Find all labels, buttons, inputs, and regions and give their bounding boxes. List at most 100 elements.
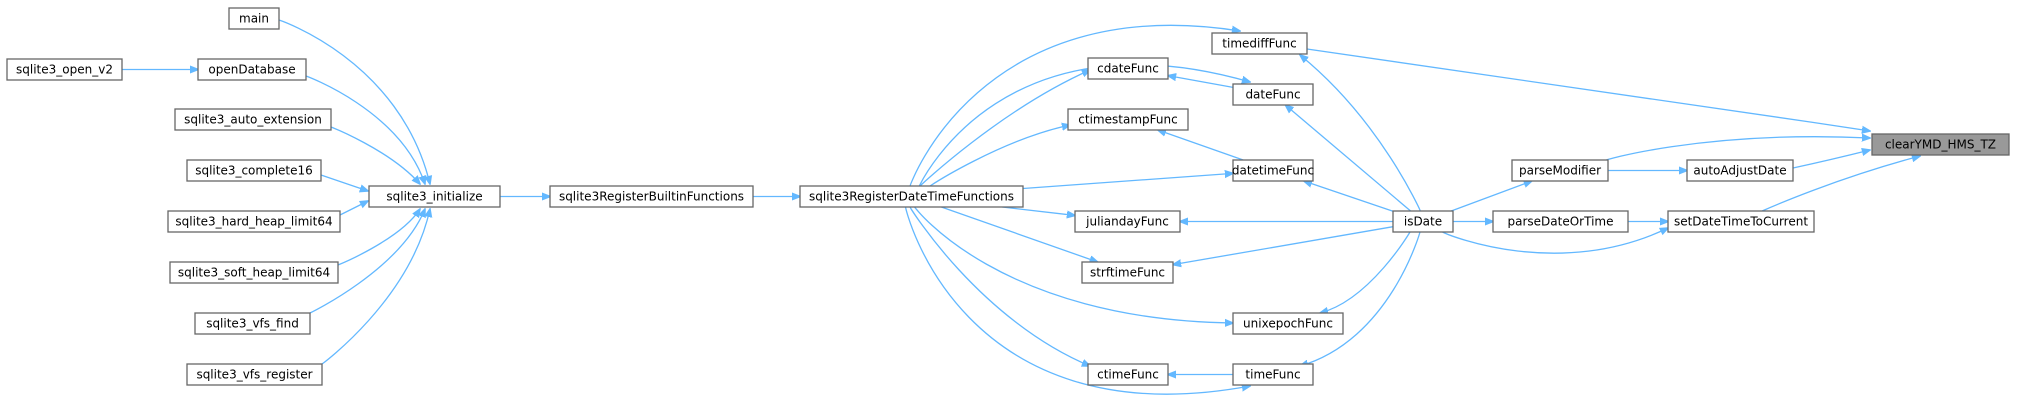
node-ctimeFunc[interactable]: ctimeFunc	[1087, 363, 1169, 386]
node-box	[1087, 363, 1169, 386]
node-label: sqlite3_vfs_register	[196, 368, 312, 382]
edge-isDate-to-timeFunc	[1300, 231, 1421, 366]
edge-sqlite3RegisterDateTimeFunctions-to-timediffFunc	[909, 24, 1240, 187]
node-box	[1232, 363, 1314, 386]
edge-sqlite3_auto_extension-to-sqlite3_initialize	[330, 126, 420, 184]
node-parseDateOrTime[interactable]: parseDateOrTime	[1492, 210, 1629, 233]
node-box	[1081, 261, 1174, 284]
edge-autoAdjustDate-to-clearYMD_HMS_TZ	[1792, 150, 1870, 169]
node-strftimeFunc[interactable]: strftimeFunc	[1081, 261, 1174, 284]
node-label: isDate	[1404, 215, 1442, 229]
node-setDateTimeToCurrent[interactable]: setDateTimeToCurrent	[1667, 210, 1815, 233]
edge-isDate-to-parseModifier	[1450, 181, 1532, 212]
node-sqlite3_auto_extension[interactable]: sqlite3_auto_extension	[174, 108, 332, 131]
edge-isDate-to-timediffFunc	[1300, 55, 1421, 212]
edge-dateFunc-to-cdateFunc	[1168, 76, 1234, 88]
edge-timediffFunc-to-clearYMD_HMS_TZ	[1306, 48, 1870, 131]
node-label: openDatabase	[208, 63, 295, 77]
edge-isDate-to-dateFunc	[1285, 105, 1412, 212]
node-label: timeFunc	[1245, 368, 1300, 382]
node-label: parseModifier	[1519, 164, 1601, 178]
node-label: ctimeFunc	[1097, 368, 1159, 382]
node-juliandayFunc[interactable]: juliandayFunc	[1074, 210, 1181, 233]
edge-isDate-to-strftimeFunc	[1173, 226, 1394, 265]
node-sqlite3_vfs_register[interactable]: sqlite3_vfs_register	[186, 363, 323, 386]
node-label: parseDateOrTime	[1508, 215, 1614, 229]
edge-datetimeFunc-to-ctimestampFunc	[1158, 130, 1244, 161]
node-clearYMD_HMS_TZ[interactable]: clearYMD_HMS_TZ	[1871, 133, 2010, 156]
node-sqlite3_open_v2[interactable]: sqlite3_open_v2	[6, 58, 123, 81]
node-sqlite3RegisterBuiltinFunctions[interactable]: sqlite3RegisterBuiltinFunctions	[549, 185, 754, 208]
node-dateFunc[interactable]: dateFunc	[1232, 83, 1314, 106]
node-box	[174, 108, 332, 131]
edge-isDate-to-datetimeFunc	[1304, 181, 1394, 212]
edge-isDate-to-unixepochFunc	[1320, 231, 1411, 313]
edge-setDateTimeToCurrent-to-clearYMD_HMS_TZ	[1761, 156, 1920, 212]
node-box	[1211, 32, 1308, 55]
node-label: sqlite3RegisterBuiltinFunctions	[559, 190, 744, 204]
node-sqlite3RegisterDateTimeFunctions[interactable]: sqlite3RegisterDateTimeFunctions	[799, 185, 1024, 208]
node-label: sqlite3_soft_heap_limit64	[178, 266, 330, 280]
node-box	[6, 58, 123, 81]
edge-isDate-to-setDateTimeToCurrent	[1442, 228, 1668, 254]
node-label: strftimeFunc	[1090, 266, 1165, 280]
node-label: ctimestampFunc	[1078, 113, 1177, 127]
node-label: datetimeFunc	[1232, 164, 1314, 178]
node-datetimeFunc[interactable]: datetimeFunc	[1232, 159, 1314, 182]
node-box	[1067, 108, 1189, 131]
node-box	[228, 7, 280, 30]
node-box	[167, 210, 341, 233]
node-openDatabase[interactable]: openDatabase	[197, 58, 307, 81]
nodes-layer: clearYMD_HMS_TZ timediffFunc parseModifier…	[6, 7, 2010, 386]
node-unixepochFunc[interactable]: unixepochFunc	[1232, 312, 1344, 335]
node-label: sqlite3RegisterDateTimeFunctions	[809, 190, 1014, 204]
node-timeFunc[interactable]: timeFunc	[1232, 363, 1314, 386]
node-isDate[interactable]: isDate	[1392, 210, 1454, 233]
node-label: sqlite3_open_v2	[16, 63, 113, 77]
node-parseModifier[interactable]: parseModifier	[1511, 159, 1609, 182]
node-label: juliandayFunc	[1085, 215, 1169, 229]
edge-sqlite3_vfs_register-to-sqlite3_initialize	[321, 209, 430, 365]
edge-sqlite3RegisterDateTimeFunctions-to-cdateFunc	[919, 70, 1090, 187]
node-box	[368, 185, 501, 208]
node-sqlite3_complete16[interactable]: sqlite3_complete16	[186, 159, 322, 182]
node-box	[1232, 83, 1314, 106]
edge-sqlite3RegisterDateTimeFunctions-to-ctimestampFunc	[929, 125, 1070, 187]
node-sqlite3_initialize[interactable]: sqlite3_initialize	[368, 185, 501, 208]
node-sqlite3_vfs_find[interactable]: sqlite3_vfs_find	[194, 312, 311, 335]
node-cdateFunc[interactable]: cdateFunc	[1087, 57, 1169, 80]
edge-sqlite3RegisterDateTimeFunctions-to-strftimeFunc	[941, 206, 1097, 262]
node-box	[1492, 210, 1629, 233]
node-timediffFunc[interactable]: timediffFunc	[1211, 32, 1308, 55]
node-box	[1667, 210, 1815, 233]
node-label: unixepochFunc	[1243, 317, 1333, 331]
node-main[interactable]: main	[228, 7, 280, 30]
edge-sqlite3RegisterDateTimeFunctions-to-juliandayFunc	[1002, 206, 1075, 215]
node-autoAdjustDate[interactable]: autoAdjustDate	[1686, 159, 1794, 182]
node-label: timediffFunc	[1222, 37, 1296, 51]
node-sqlite3_hard_heap_limit64[interactable]: sqlite3_hard_heap_limit64	[167, 210, 341, 233]
node-label: sqlite3_complete16	[195, 164, 313, 178]
node-box	[549, 185, 754, 208]
node-box	[197, 58, 307, 81]
edge-sqlite3_complete16-to-sqlite3_initialize	[320, 174, 368, 191]
node-label: sqlite3_auto_extension	[184, 113, 322, 127]
node-box	[169, 261, 339, 284]
node-box	[1087, 57, 1169, 80]
node-sqlite3_soft_heap_limit64[interactable]: sqlite3_soft_heap_limit64	[169, 261, 339, 284]
edge-sqlite3RegisterDateTimeFunctions-to-datetimeFunc	[1022, 173, 1233, 190]
node-box	[1871, 133, 2010, 156]
edge-sqlite3RegisterDateTimeFunctions-to-unixepochFunc	[914, 206, 1233, 323]
node-ctimestampFunc[interactable]: ctimestampFunc	[1067, 108, 1189, 131]
edge-sqlite3_vfs_find-to-sqlite3_initialize	[309, 209, 425, 314]
edge-sqlite3_soft_heap_limit64-to-sqlite3_initialize	[337, 209, 420, 266]
node-box	[1686, 159, 1794, 182]
node-box	[186, 363, 323, 386]
node-label: sqlite3_initialize	[386, 190, 482, 204]
node-label: setDateTimeToCurrent	[1674, 215, 1808, 229]
node-box	[799, 185, 1024, 208]
node-box	[1392, 210, 1454, 233]
edge-sqlite3RegisterDateTimeFunctions-to-timeFunc	[904, 206, 1250, 395]
edge-parseModifier-to-clearYMD_HMS_TZ	[1605, 137, 1870, 161]
